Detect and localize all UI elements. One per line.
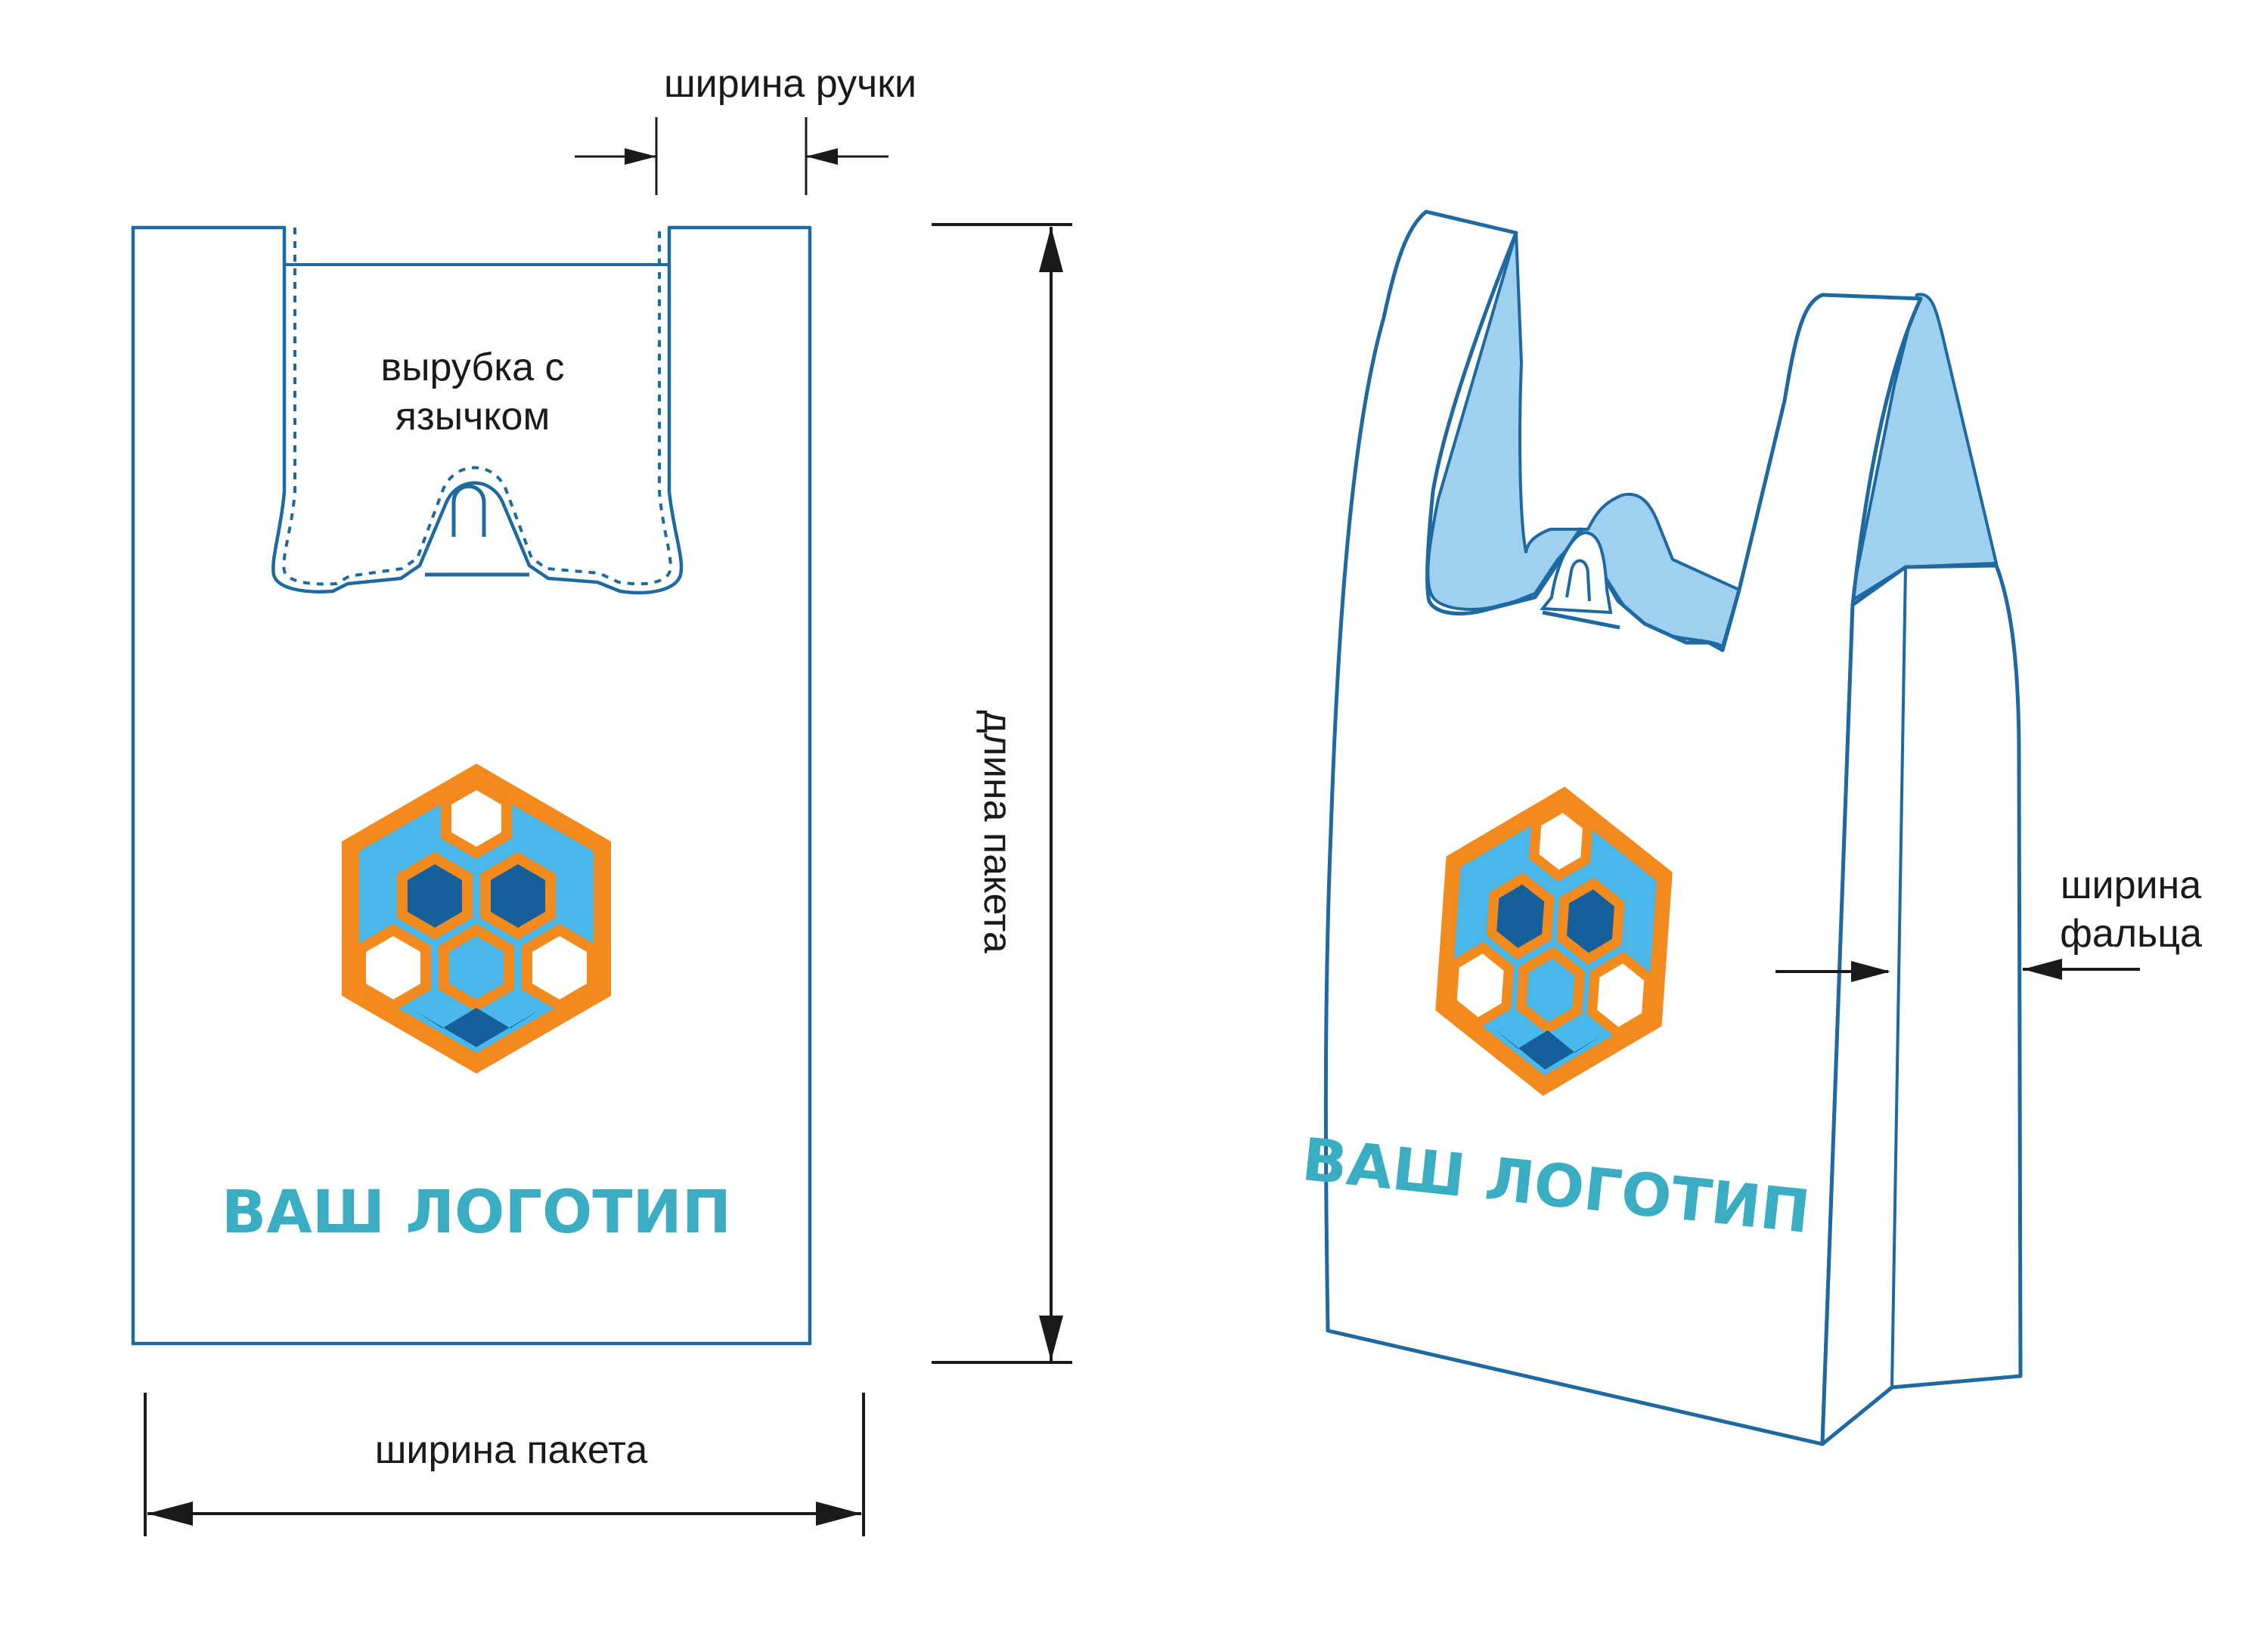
dim-gusset-width: ширина фальца [1775, 863, 2202, 982]
bag-width-label: ширина пакета [375, 1428, 648, 1472]
gusset-panel [1820, 563, 2023, 1446]
front-panel [1323, 209, 1923, 1446]
arrow-up-icon [1039, 227, 1063, 272]
honeycomb-cells [355, 777, 597, 1047]
handle-width-label: ширина ручки [664, 62, 916, 106]
tongue-icon [425, 484, 529, 577]
arrow-right-icon [816, 1502, 861, 1526]
tongue-3d-icon [1540, 531, 1620, 630]
flat-bag: вырубка с язычком ВАШ ЛОГОТИП [131, 225, 812, 1346]
gusset-width-label-line2: фальца [2060, 912, 2202, 956]
cutout-dashed-outline [282, 228, 672, 586]
cutout-label-line2: язычком [395, 395, 550, 439]
arrow-right-icon [625, 148, 656, 165]
arrow-left-icon [806, 148, 838, 165]
dim-bag-length: длина пакета [932, 223, 1072, 1364]
cutout-label-line1: вырубка с [381, 346, 565, 389]
logo-text-flat: ВАШ ЛОГОТИП [222, 1179, 731, 1247]
dim-bag-width: ширина пакета [144, 1393, 865, 1536]
arrow-right-icon [1851, 961, 1890, 982]
arrow-left-icon [2023, 959, 2062, 980]
bag-3d: ВАШ ЛОГОТИП [1299, 209, 2023, 1446]
honeycomb-logo-flat [342, 764, 611, 1074]
arrow-left-icon [147, 1502, 193, 1526]
arrow-down-icon [1039, 1316, 1063, 1361]
bag-length-label: длина пакета [975, 710, 1019, 953]
gusset-width-label-line1: ширина [2061, 863, 2201, 907]
dim-handle-width: ширина ручки [575, 62, 916, 195]
honeycomb-logo-3d [1435, 786, 1673, 1096]
